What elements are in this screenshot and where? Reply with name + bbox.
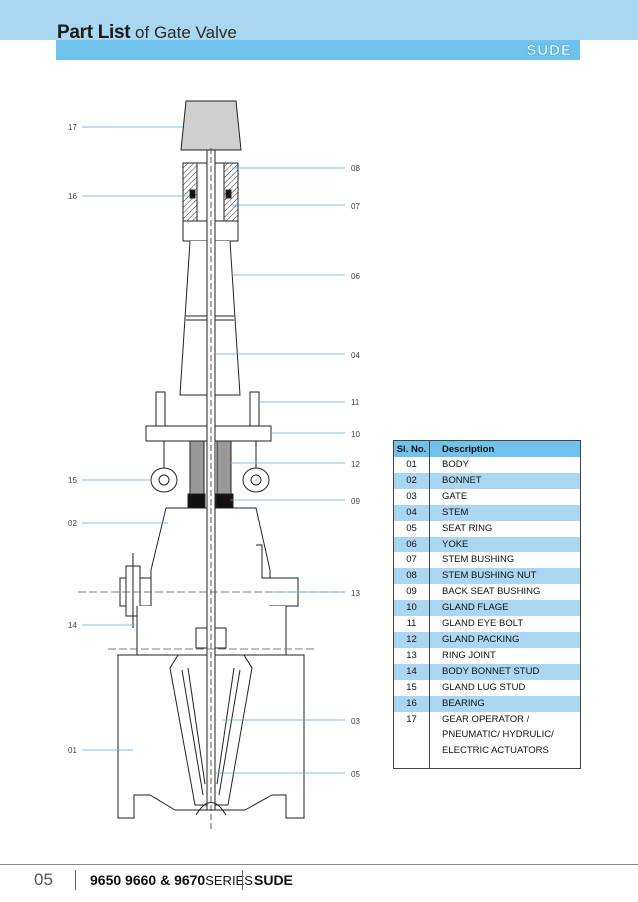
title-bold: Part List (57, 22, 131, 43)
table-row: 13 RING JOINT (393, 647, 581, 664)
callout-14: 14 (68, 621, 77, 630)
cell-desc: GLAND EYE BOLT (442, 618, 524, 630)
callout-08: 08 (351, 164, 360, 173)
cell-desc: BONNET (429, 472, 581, 489)
callout-11: 11 (351, 398, 360, 407)
callout-06: 06 (351, 272, 360, 281)
footer-separator (75, 870, 76, 890)
table-row: 01 BODY (393, 457, 581, 473)
cell-desc: BODY (442, 459, 469, 470)
cell-no: 15 (393, 679, 430, 696)
cell-no: 08 (393, 568, 430, 585)
cell-no: 09 (393, 584, 430, 601)
table-row: 09 BACK SEAT BUSHING (393, 584, 581, 601)
cell-no: 17 (393, 711, 430, 768)
page-title: Part List of Gate Valve (57, 22, 237, 44)
series-thin: SERIES (205, 873, 253, 888)
title-rest: of Gate Valve (130, 23, 237, 42)
cell-desc: GLAND LUG STUD (442, 681, 526, 693)
callout-05: 05 (351, 770, 360, 779)
callout-12: 12 (351, 460, 360, 469)
callout-13: 13 (351, 589, 360, 598)
page-number: 05 (34, 870, 53, 889)
cell-desc: BODY BONNET STUD (429, 663, 581, 680)
cell-no: 11 (393, 616, 430, 632)
table-row: 11 GLAND EYE BOLT (393, 616, 581, 632)
cell-desc-line: GEAR OPERATOR / (442, 713, 530, 725)
callout-04: 04 (351, 351, 360, 360)
callout-15: 15 (68, 476, 77, 485)
cell-desc: RING JOINT (442, 649, 496, 661)
cell-desc: SEAT RING (442, 522, 493, 534)
cell-desc: STEM BUSHING (442, 554, 515, 566)
brand-logo-top: SUDE (526, 42, 572, 60)
cell-desc: GLAND FLAGE (429, 600, 581, 617)
footer-separator-2 (242, 870, 243, 890)
callout-10: 10 (351, 430, 360, 439)
table-row: 17 GEAR OPERATOR / PNEUMATIC/ HYDRULIC/ELE… (393, 711, 581, 769)
series-label: 9650 9660 & 9670SERIES (90, 872, 253, 888)
cell-no: 01 (393, 457, 430, 473)
cell-no: 16 (393, 695, 430, 712)
cell-desc: BEARING (429, 695, 581, 712)
series-bold: 9650 9660 & 9670 (90, 872, 206, 888)
cell-no: 03 (393, 488, 430, 505)
cell-desc: GATE (442, 490, 468, 502)
cell-desc-line: PNEUMATIC/ HYDRULIC/ (442, 729, 554, 741)
col-header-no: Sl. No. (393, 440, 430, 457)
header-band (0, 0, 638, 40)
callout-09: 09 (351, 497, 360, 506)
table-row: 07 STEM BUSHING (393, 552, 581, 569)
callout-07: 07 (351, 202, 360, 211)
cell-no: 14 (393, 663, 430, 680)
callout-01: 01 (68, 746, 77, 755)
cell-no: 04 (393, 504, 430, 521)
cell-no: 13 (393, 647, 430, 664)
table-row: 15 GLAND LUG STUD (393, 679, 581, 696)
cell-no: 06 (393, 536, 430, 553)
cell-desc: BACK SEAT BUSHING (442, 586, 541, 598)
cell-desc: STEM (429, 504, 581, 521)
callout-16: 16 (68, 192, 77, 201)
brand-logo-footer: SUDE (254, 872, 293, 888)
cell-no: 02 (393, 472, 430, 489)
cell-no: 12 (393, 631, 430, 648)
table-row: 03 GATE (393, 488, 581, 505)
cell-no: 10 (393, 600, 430, 617)
footer-divider (0, 864, 638, 865)
title-band (56, 40, 580, 60)
cell-desc-line: ELECTRIC ACTUATORS (442, 745, 549, 757)
table-header-row: Sl. No. Description (393, 440, 581, 457)
gear-operator-part (180, 100, 242, 151)
cell-no: 05 (393, 520, 430, 537)
table-row: 05 SEAT RING (393, 520, 581, 537)
callout-17: 17 (68, 123, 77, 132)
cell-desc: GEAR OPERATOR / PNEUMATIC/ HYDRULIC/ELECT… (430, 712, 581, 769)
callout-02: 02 (68, 519, 77, 528)
cell-desc: GLAND PACKING (429, 631, 581, 648)
cell-no: 07 (393, 552, 430, 569)
cell-desc: STEM BUSHING NUT (429, 568, 581, 585)
col-header-desc: Description (429, 440, 581, 457)
cell-desc: YOKE (429, 536, 581, 553)
callout-03: 03 (351, 717, 360, 726)
